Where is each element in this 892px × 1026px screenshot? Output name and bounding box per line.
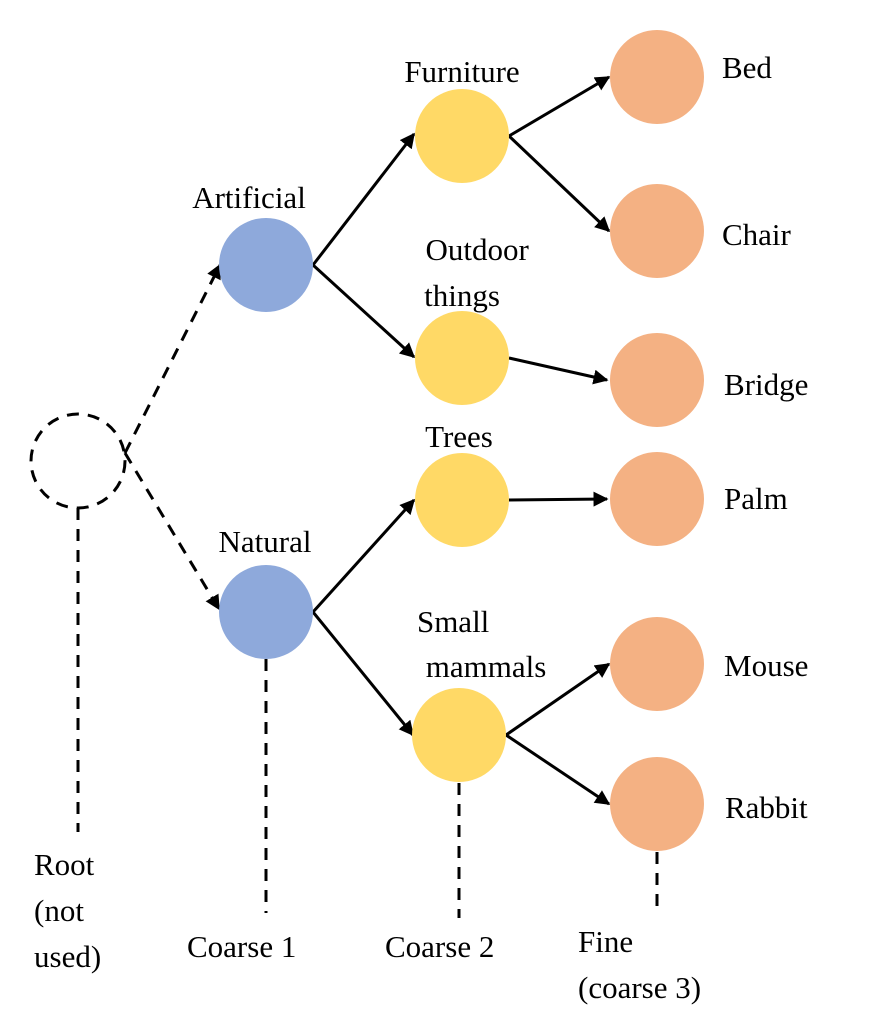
label-rabbit: Rabbit	[725, 790, 808, 825]
label-outdoor-things: Outdoor things	[424, 232, 536, 313]
node-natural	[219, 565, 313, 659]
edge-root-natural	[123, 452, 221, 611]
label-small-mammals-line2: mammals	[426, 649, 547, 684]
label-trees: Trees	[425, 419, 493, 454]
node-rabbit	[610, 757, 704, 851]
node-outdoor-things	[415, 311, 509, 405]
node-bridge	[610, 333, 704, 427]
node-chair	[610, 184, 704, 278]
edge-small-mammals-rabbit	[505, 733, 611, 806]
level-label-coarse1: Coarse 1	[187, 929, 296, 964]
node-furniture	[415, 89, 509, 183]
edge-outdoor-things-bridge	[508, 356, 609, 385]
label-outdoor-things-line2: things	[424, 278, 500, 313]
level-label-root-line3: used)	[34, 939, 101, 974]
label-palm: Palm	[724, 481, 788, 516]
edge-natural-small-mammals	[311, 611, 415, 737]
level-label-fine: Fine (coarse 3)	[578, 924, 701, 1005]
label-small-mammals-line1: Small	[417, 604, 489, 639]
edge-artificial-outdoor-things	[311, 263, 416, 359]
level-label-fine-line2: (coarse 3)	[578, 970, 701, 1005]
label-bed: Bed	[722, 50, 772, 85]
label-bridge: Bridge	[724, 367, 808, 402]
edge-small-mammals-mouse	[505, 662, 611, 737]
edge-natural-trees	[311, 498, 416, 614]
label-mouse: Mouse	[724, 648, 808, 683]
edge-artificial-furniture	[311, 132, 416, 266]
level-label-root: Root (not used)	[34, 847, 102, 974]
node-palm	[610, 452, 704, 546]
edge-furniture-bed	[508, 75, 611, 138]
node-artificial	[219, 218, 313, 312]
label-furniture: Furniture	[404, 54, 519, 89]
edge-root-artificial	[123, 263, 222, 454]
label-natural: Natural	[219, 524, 312, 559]
edge-trees-palm	[508, 491, 609, 507]
label-artificial: Artificial	[192, 180, 306, 215]
root-node	[29, 412, 127, 510]
node-trees	[415, 453, 509, 547]
label-outdoor-things-line1: Outdoor	[425, 232, 529, 267]
node-bed	[610, 30, 704, 124]
label-small-mammals: Small mammals	[417, 604, 546, 684]
level-label-coarse2: Coarse 2	[385, 929, 494, 964]
level-label-root-line2: (not	[34, 893, 84, 928]
label-chair: Chair	[722, 217, 792, 252]
edge-furniture-chair	[507, 134, 611, 233]
node-mouse	[610, 617, 704, 711]
level-label-fine-line1: Fine	[578, 924, 633, 959]
level-label-root-line1: Root	[34, 847, 95, 882]
node-small-mammals	[412, 688, 506, 782]
